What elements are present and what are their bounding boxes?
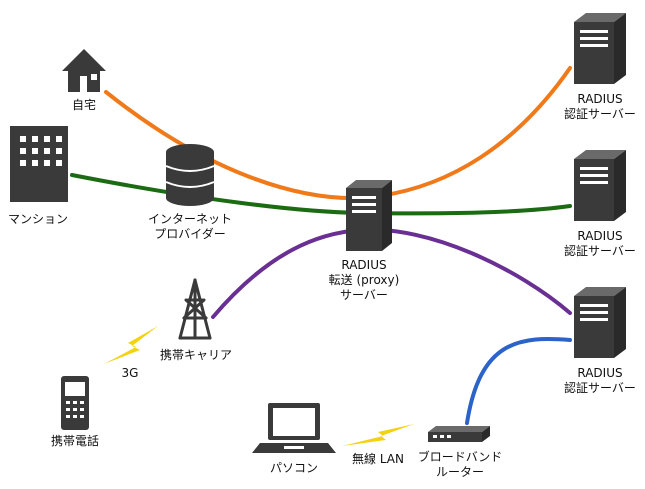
mansion-label-text: マンション: [7, 212, 69, 226]
proxy-server-icon: [346, 180, 392, 251]
wlan-label-text: 無線 LAN: [352, 452, 404, 466]
radius-server-icon-3: [574, 287, 626, 358]
home-icon: [62, 49, 106, 92]
radius3-label-line1: RADIUS: [577, 366, 623, 380]
mobile-label-text: 携帯電話: [50, 434, 100, 448]
pc-label-text: パソコン: [269, 461, 319, 475]
mobile-phone-icon: [61, 376, 89, 430]
radius-server-icon-1: [574, 13, 626, 84]
blue-connection-line: [465, 336, 572, 425]
carrier-label: 携帯キャリア: [160, 348, 232, 363]
wlan-label: 無線 LAN: [352, 452, 404, 467]
isp-database-icon: [165, 144, 215, 206]
radius1-label-line1: RADIUS: [577, 92, 623, 106]
radius2-label: RADIUS 認証サーバー: [564, 229, 636, 259]
router-label-line2: ルーター: [435, 465, 485, 479]
cell-tower-icon: [178, 278, 212, 340]
isp-label-line2: プロバイダー: [154, 227, 226, 241]
home-label-text: 自宅: [71, 98, 97, 112]
pc-label: パソコン: [270, 461, 318, 476]
isp-label: インターネット プロバイダー: [148, 212, 232, 242]
radius-server-icon-2: [574, 150, 626, 221]
radius2-label-line1: RADIUS: [577, 229, 623, 243]
proxy-label-line2: 転送 (proxy): [328, 273, 400, 287]
laptop-icon: [252, 403, 336, 453]
proxy-label-line1: RADIUS: [341, 258, 387, 272]
lightning-wlan-icon: [342, 424, 414, 446]
lightning-3g-icon: [104, 326, 158, 364]
home-label: 自宅: [72, 98, 96, 113]
mansion-building-icon: [10, 126, 68, 202]
proxy-label-line3: サーバー: [340, 288, 388, 302]
radius2-label-line2: 認証サーバー: [564, 244, 636, 258]
radius3-label-line2: 認証サーバー: [564, 381, 636, 395]
proxy-label: RADIUS 転送 (proxy) サーバー: [329, 258, 400, 303]
threeg-label: 3G: [122, 366, 139, 381]
router-label-line1: ブロードバンド: [417, 450, 503, 464]
threeg-label-text: 3G: [121, 366, 139, 380]
carrier-label-text: 携帯キャリア: [159, 348, 233, 362]
broadband-router-icon: [428, 426, 490, 442]
radius3-label: RADIUS 認証サーバー: [564, 366, 636, 396]
router-label: ブロードバンド ルーター: [418, 450, 503, 480]
radius1-label: RADIUS 認証サーバー: [564, 92, 636, 122]
isp-label-line1: インターネット: [147, 212, 233, 226]
mobile-label: 携帯電話: [51, 434, 99, 449]
radius1-label-line2: 認証サーバー: [564, 107, 636, 121]
mansion-label: マンション: [8, 212, 68, 227]
